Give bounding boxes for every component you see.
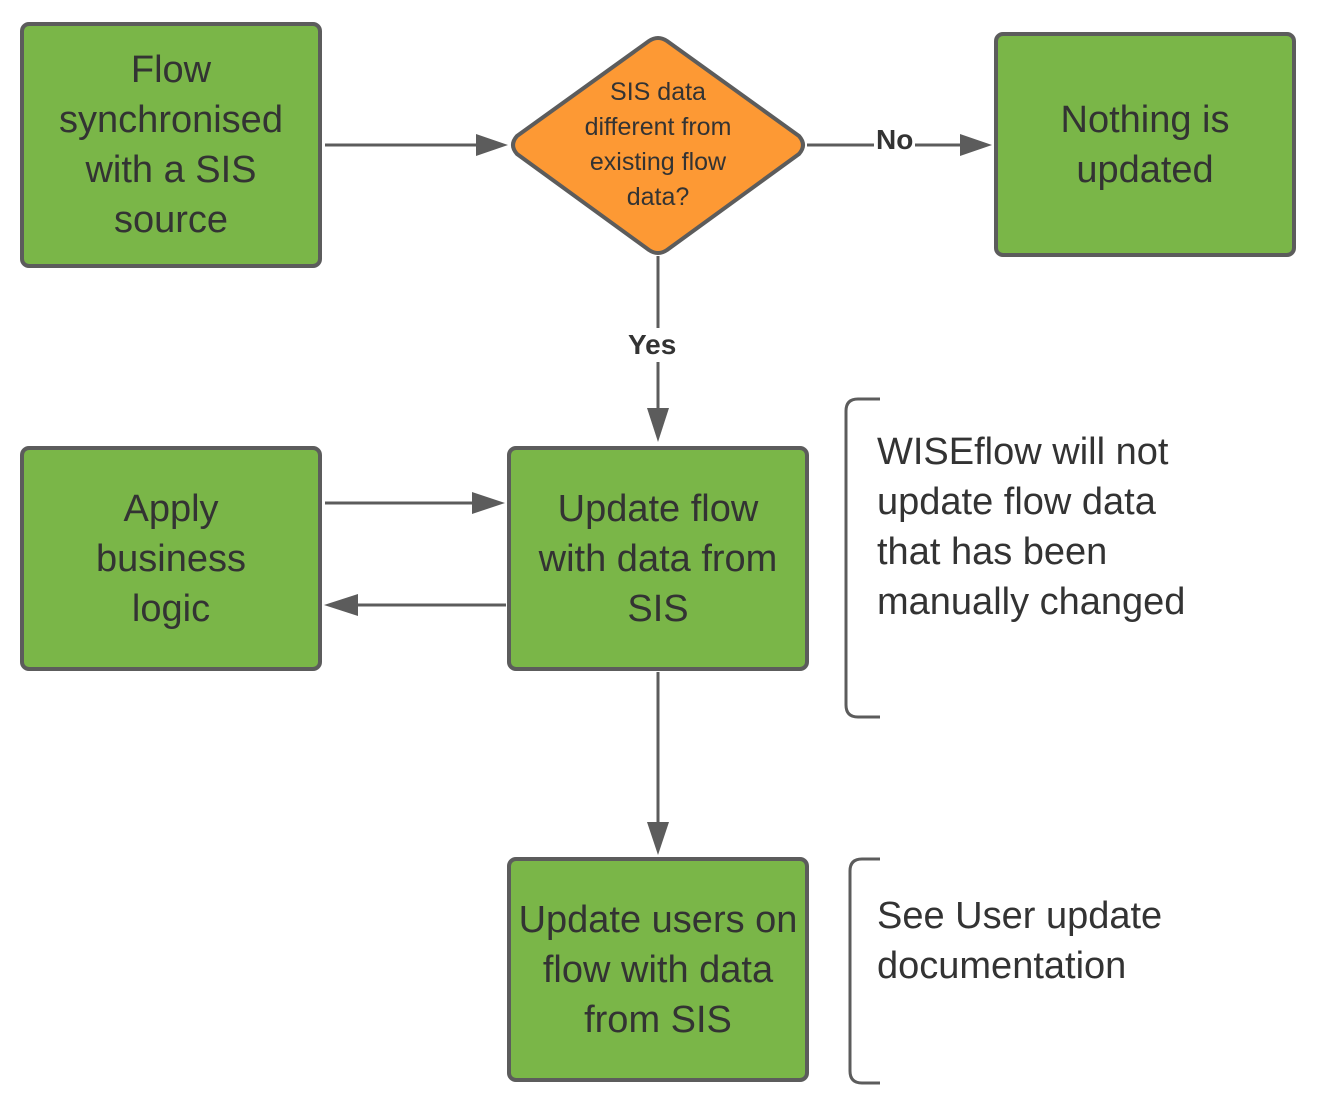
nothing-updated-node: Nothing is updated — [994, 32, 1296, 257]
nothing-updated-label: Nothing is updated — [1060, 98, 1230, 191]
flow-sync-label: Flow synchronised with a SIS source — [59, 49, 283, 241]
note-bracket-manual-change — [844, 397, 880, 719]
note-user-docs: See User update documentation — [877, 895, 1163, 987]
arrowhead-decision-to-update-flow — [647, 408, 669, 442]
arrowhead-decision-to-nothing — [960, 134, 992, 156]
arrowhead-update-flow-to-logic — [324, 594, 358, 616]
arrowhead-update-flow-to-users — [647, 822, 669, 855]
note-bracket-user-docs — [848, 857, 880, 1085]
arrowhead-logic-to-update-flow — [472, 492, 505, 514]
update-users-label: Update users on flow with data from SIS — [518, 898, 798, 1041]
edge-label-yes: Yes — [626, 328, 679, 362]
apply-logic-label: Apply business logic — [96, 487, 246, 630]
update-users-node: Update users on flow with data from SIS — [507, 857, 809, 1082]
apply-logic-node: Apply business logic — [20, 446, 322, 671]
edge-label-no: No — [874, 123, 916, 157]
update-flow-node: Update flow with data from SIS — [507, 446, 809, 671]
flow-sync-node: Flow synchronised with a SIS source — [20, 22, 322, 268]
decision-diamond-shape — [511, 36, 805, 255]
note-manual-change: WISEflow will not update flow data that … — [877, 431, 1186, 623]
update-flow-label: Update flow with data from SIS — [538, 487, 778, 630]
arrowhead-sync-to-decision — [476, 134, 508, 156]
decision-label: SIS data different from existing flow da… — [584, 78, 732, 211]
